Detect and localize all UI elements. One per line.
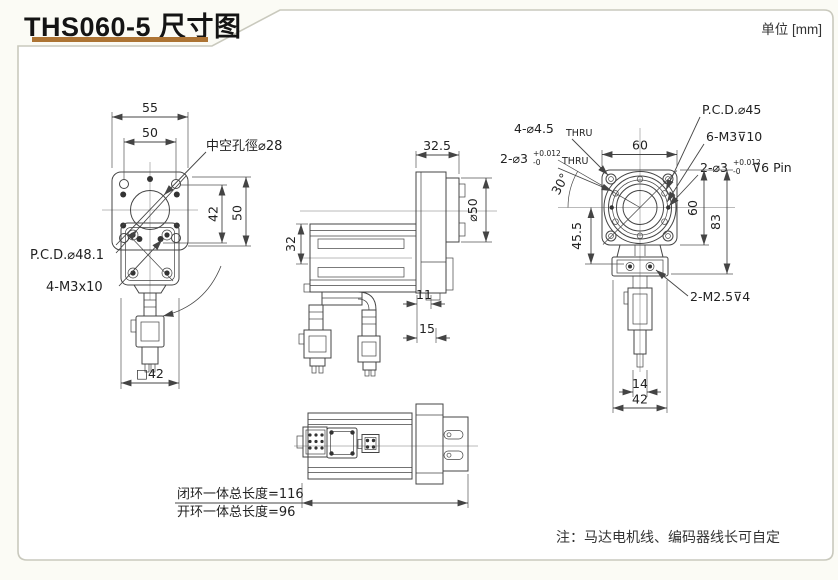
side-view: 32.5 ⌀50 32 11 15 bbox=[283, 138, 497, 377]
dim-42-v: 42 bbox=[206, 206, 221, 222]
dim-55: 55 bbox=[142, 100, 158, 115]
pin-thru-prefix: 2-⌀3 bbox=[500, 151, 528, 166]
thru-holes-label: 4-⌀4.5 bbox=[514, 121, 554, 136]
pin-holes-suffix: ⊽6 Pin bbox=[752, 160, 792, 175]
pcd-45-label: P.C.D.⌀45 bbox=[702, 102, 761, 117]
tapped-holes-label: 6-M3⊽10 bbox=[706, 129, 762, 144]
dim-14: 14 bbox=[632, 376, 648, 391]
thru-holes-suffix: THRU bbox=[565, 128, 593, 139]
dim-50-v: 50 bbox=[230, 205, 245, 221]
pin-thru-tol-plus: +0.012 bbox=[533, 149, 561, 158]
sheet-border bbox=[17, 9, 834, 561]
footnote: 注：马达电机线、编码器线长可自定 bbox=[556, 529, 780, 545]
output-view: 30° bbox=[500, 102, 792, 413]
dim-60-top: 60 bbox=[632, 138, 648, 153]
title-accent-underline bbox=[32, 37, 208, 42]
dim-32: 32 bbox=[283, 236, 298, 252]
bottom-view: 闭环一体总长度=116 开环一体总长度=96 bbox=[175, 403, 478, 520]
unit-label: 单位 [mm] bbox=[761, 22, 822, 37]
pin-tol-plus: +0.012 bbox=[733, 158, 761, 167]
front-view: 55 50 中空孔徑⌀28 42 50 P.C.D.⌀48.1 4-M3x10 … bbox=[30, 100, 282, 389]
dim-dia-50: ⌀50 bbox=[465, 198, 480, 221]
open-loop-length-label: 开环一体总长度=96 bbox=[177, 504, 295, 520]
dim-15: 15 bbox=[419, 321, 435, 336]
closed-loop-length-label: 闭环一体总长度=116 bbox=[177, 486, 304, 502]
dim-83: 83 bbox=[708, 214, 723, 230]
mount-screws-label: 2-M2.5⊽4 bbox=[690, 289, 750, 304]
dim-32-5: 32.5 bbox=[423, 138, 451, 153]
dim-45-5: 45.5 bbox=[569, 222, 584, 250]
pin-thru-tol-minus: -0 bbox=[533, 158, 541, 167]
pin-thru-suffix: THRU bbox=[561, 156, 589, 167]
dim-square-42: □42 bbox=[136, 366, 164, 381]
dim-42-mount: 42 bbox=[632, 392, 648, 407]
dim-60-right: 60 bbox=[685, 200, 700, 216]
pin-tol-minus: -0 bbox=[733, 167, 741, 176]
pcd-48-label: P.C.D.⌀48.1 bbox=[30, 248, 104, 263]
dim-50-h: 50 bbox=[142, 125, 158, 140]
dim-11: 11 bbox=[416, 287, 432, 302]
screws-4m3-label: 4-M3x10 bbox=[46, 280, 103, 295]
hollow-bore-label: 中空孔徑⌀28 bbox=[206, 139, 282, 154]
